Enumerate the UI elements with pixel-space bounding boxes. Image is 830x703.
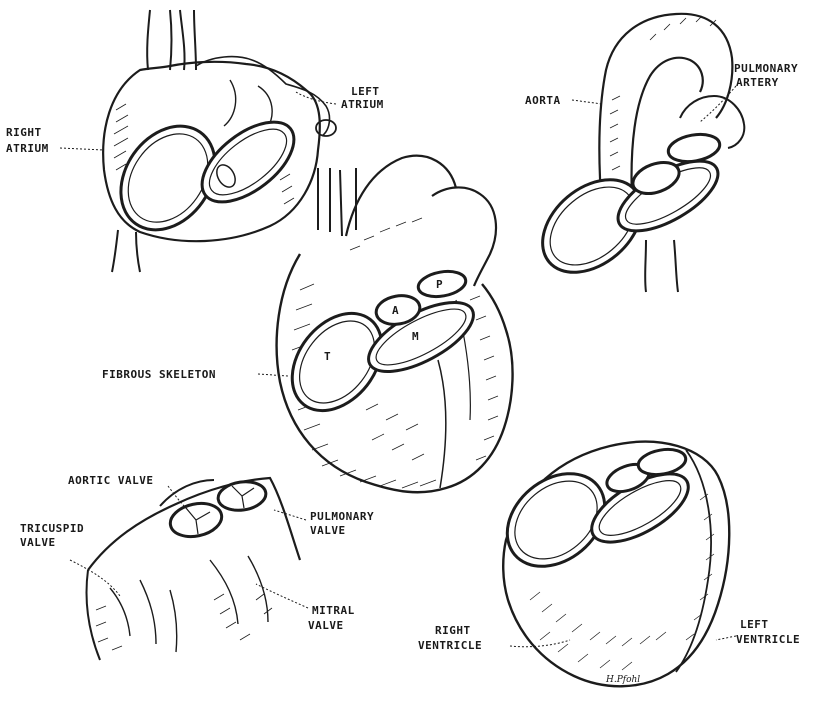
valves-drawing (70, 478, 308, 660)
label-right-ventricle-line1: RIGHT (435, 624, 471, 637)
label-tricuspid-valve-line1: TRICUSPID (20, 522, 84, 535)
ventricles-drawing: H.Pfohl (489, 442, 736, 687)
label-pulmonary-artery-line2: ARTERY (736, 76, 779, 89)
label-left-atrium-line2: ATRIUM (341, 98, 384, 111)
ring-letter-pulmonary: P (436, 278, 443, 291)
label-aortic-valve: AORTIC VALVE (68, 474, 153, 487)
label-mitral-valve-line2: VALVE (308, 619, 344, 632)
label-aorta: AORTA (525, 94, 561, 107)
great-vessels-drawing (525, 14, 745, 292)
label-tricuspid-valve-line2: VALVE (20, 536, 56, 549)
label-left-atrium-line1: LEFT (351, 85, 380, 98)
artist-signature: H.Pfohl (605, 675, 640, 685)
ring-letter-tricuspid: T (324, 350, 331, 363)
label-pulmonary-valve-line2: VALVE (310, 524, 346, 537)
label-pulmonary-valve-line1: PULMONARY (310, 510, 374, 523)
ring-letter-mitral: M (412, 330, 419, 343)
label-pulmonary-artery-line1: PULMONARY (734, 62, 798, 75)
label-left-ventricle-line1: LEFT (740, 618, 769, 631)
label-right-atrium-line2: ATRIUM (6, 142, 49, 155)
atria-drawing (60, 10, 336, 272)
label-fibrous-skeleton: FIBROUS SKELETON (102, 368, 216, 381)
ring-letter-aortic: A (392, 304, 399, 317)
label-mitral-valve-line1: MITRAL (312, 604, 355, 617)
label-left-ventricle-line2: VENTRICLE (736, 633, 800, 646)
label-right-atrium-line1: RIGHT (6, 126, 42, 139)
label-right-ventricle-line2: VENTRICLE (418, 639, 482, 652)
